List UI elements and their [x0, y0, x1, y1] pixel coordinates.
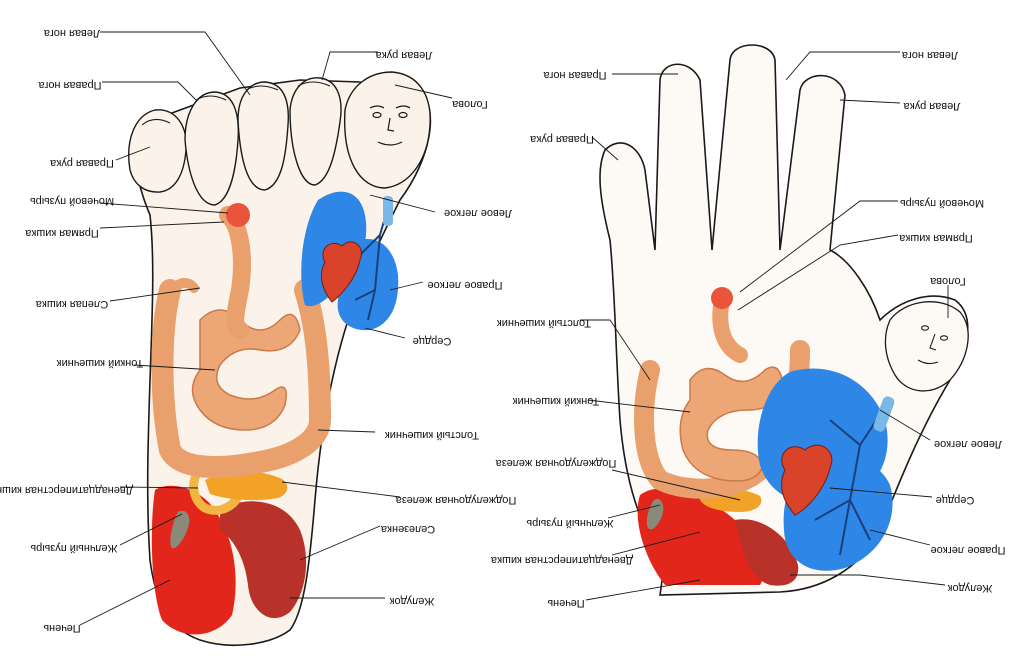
foot-bladder [226, 203, 250, 227]
foot-label-left-arm: Левая рука [375, 49, 433, 61]
hand-label-pancreas: Поджелудочная железа [495, 457, 617, 469]
foot-appendix [170, 278, 199, 295]
foot-large-intestine [151, 279, 332, 478]
hand-thumb-head [884, 301, 969, 392]
foot-heart [321, 241, 362, 303]
foot-label-liver: Печень [43, 622, 81, 634]
foot-toe-4 [289, 77, 342, 186]
hand-label-gallbladder: Желчный пузырь [526, 517, 613, 529]
foot-label-rectum: Прямая кишка [24, 227, 98, 239]
foot-label-right-arm: Правая рука [49, 157, 114, 169]
hand-label-large-intestine: Толстый кишечник [497, 317, 591, 329]
foot-label-large-intestine: Толстый кишечник [385, 429, 479, 441]
foot-pancreas [205, 471, 288, 501]
foot-toe-2 [184, 91, 239, 206]
foot-liver [151, 485, 236, 635]
hand-heart [781, 444, 833, 516]
foot-toe-3 [237, 81, 289, 191]
foot-label-bladder: Мочевой пузырь [30, 195, 115, 207]
foot-label-heart: Сердце [413, 335, 452, 347]
hand-label-left-leg: Левая нога [901, 49, 958, 61]
foot-duodenum [189, 466, 245, 515]
hand-small-intestine [679, 366, 784, 482]
foot-label-pancreas: Поджелудочная железа [395, 494, 517, 506]
hand-figure [599, 44, 969, 596]
hand-leader-lines [580, 51, 949, 601]
hand-label-left-lung: Левое легкое [934, 438, 1002, 450]
foot-labels: Левая нога Левая рука Правая нога Голова… [0, 27, 516, 634]
foot-label-small-intestine: Тонкий кишечник [57, 357, 144, 369]
hand-liver [637, 488, 764, 585]
foot-label-head: Голова [451, 98, 487, 110]
foot-label-gallbladder: Желчный пузырь [30, 542, 117, 554]
foot-face-icon [369, 105, 411, 146]
hand-trachea-tube [873, 396, 895, 432]
foot-label-appendix: Слепая кишка [35, 298, 108, 310]
hand-label-right-lung: Правое легкое [931, 544, 1006, 556]
hand-stomach [735, 519, 799, 586]
hand-face-icon [917, 325, 949, 365]
foot-label-right-lung: Правое легкое [428, 279, 503, 291]
hand-label-heart: Сердце [936, 494, 975, 506]
foot-label-spleen: Селезенка [380, 523, 435, 535]
foot-label-stomach: Желудок [389, 595, 434, 607]
hand-label-right-arm: Правая рука [529, 133, 594, 145]
hand-label-duodenum: Двенадцатиперстная кишка [490, 554, 633, 566]
hand-gallbladder [646, 498, 664, 530]
foot-small-intestine [191, 309, 301, 431]
foot-label-right-leg: Правая нога [38, 79, 102, 91]
foot-gallbladder [170, 510, 190, 549]
foot-toenails [141, 81, 331, 126]
hand-bladder [711, 287, 733, 309]
foot-label-left-leg: Левая нога [43, 27, 100, 39]
foot-toe-1 [128, 109, 187, 193]
foot-label-duodenum: Двенадцатиперстная кишка [0, 484, 133, 496]
hand-label-bladder: Мочевой пузырь [900, 197, 985, 209]
hand-label-liver: Печень [547, 597, 585, 609]
hand-label-head: Голова [929, 275, 965, 287]
hand-label-left-arm: Левая рука [903, 100, 961, 112]
foot-leader-lines [79, 31, 453, 626]
hand-label-right-leg: Правая нога [543, 69, 607, 81]
foot-label-left-lung: Левое легкое [444, 207, 512, 219]
hand-label-rectum: Прямая кишка [898, 232, 972, 244]
foot-trachea-tube [383, 196, 393, 226]
hand-label-small-intestine: Тонкий кишечник [513, 395, 600, 407]
hand-labels: Правая нога Левая нога Левая рука Правая… [490, 49, 1005, 609]
foot-rectum [219, 206, 251, 339]
foot-figure [128, 71, 432, 646]
foot-stomach [220, 501, 307, 619]
hand-label-stomach: Желудок [947, 582, 992, 594]
